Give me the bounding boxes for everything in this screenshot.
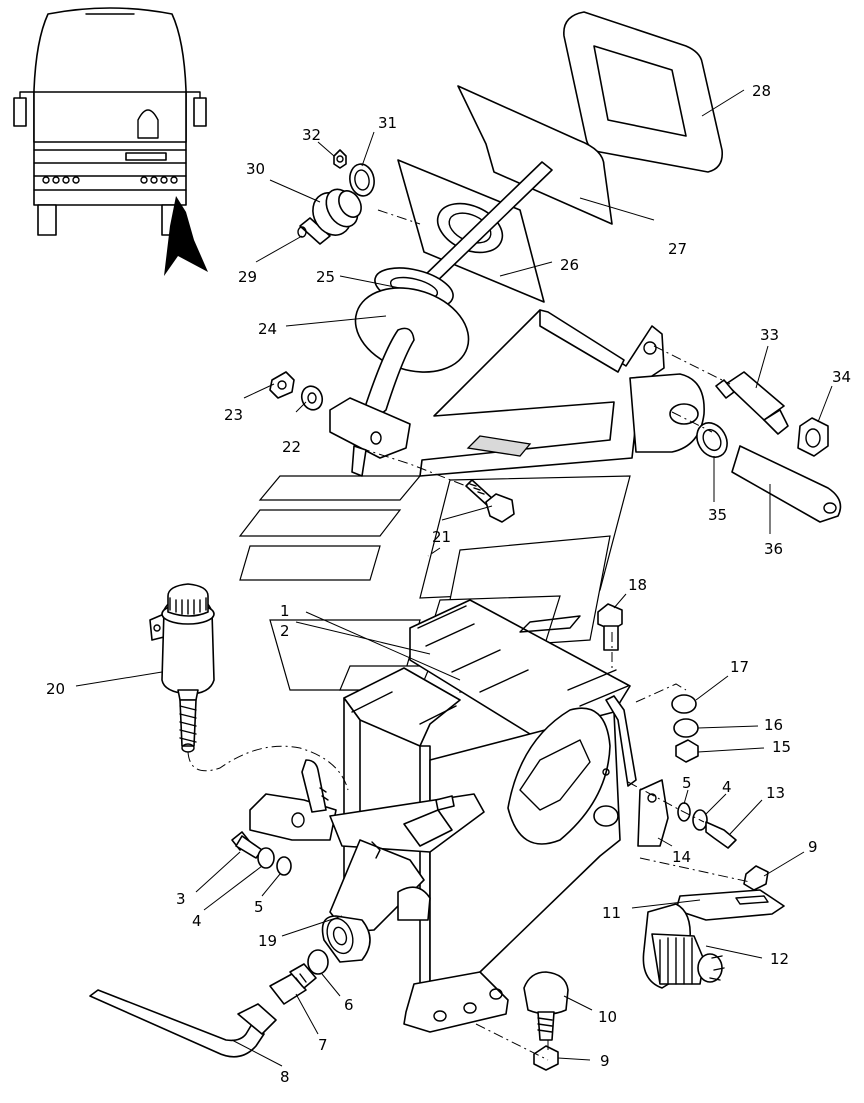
reservoir-20 bbox=[149, 583, 215, 753]
label-20: 20 bbox=[46, 680, 65, 698]
hose-dashed bbox=[187, 745, 349, 791]
pin-36 bbox=[731, 445, 842, 523]
label-31: 31 bbox=[378, 114, 397, 132]
location-arrow-icon bbox=[164, 196, 208, 276]
label-1: 1 bbox=[280, 602, 290, 620]
valve-29-32 bbox=[297, 149, 375, 245]
label-25: 25 bbox=[316, 268, 335, 286]
master-cylinder-19 bbox=[249, 759, 485, 963]
nut-15 bbox=[675, 739, 699, 763]
label-8: 8 bbox=[280, 1068, 290, 1086]
label-30: 30 bbox=[246, 160, 265, 178]
bracket-14 bbox=[637, 779, 669, 847]
watermark-logo bbox=[238, 475, 631, 693]
bolt-3 bbox=[231, 831, 263, 859]
label-18: 18 bbox=[628, 576, 647, 594]
label-16: 16 bbox=[764, 716, 783, 734]
label-29: 29 bbox=[238, 268, 257, 286]
leader-lines bbox=[75, 89, 833, 1067]
washer-5 bbox=[276, 856, 292, 876]
switch-12 bbox=[642, 903, 725, 989]
label-3: 3 bbox=[176, 890, 186, 908]
washers-22-23 bbox=[269, 371, 324, 411]
label-4b: 4 bbox=[722, 778, 732, 796]
label-28: 28 bbox=[752, 82, 771, 100]
label-24: 24 bbox=[258, 320, 277, 338]
washer-4 bbox=[257, 847, 275, 869]
label-27: 27 bbox=[668, 240, 687, 258]
bolt-18 bbox=[597, 603, 623, 651]
washer-17 bbox=[671, 694, 697, 714]
fitting-7 bbox=[269, 963, 317, 1005]
label-15: 15 bbox=[772, 738, 791, 756]
label-7: 7 bbox=[318, 1036, 328, 1054]
label-9b: 9 bbox=[600, 1052, 610, 1070]
label-9a: 9 bbox=[808, 838, 818, 856]
part-labels: 28 27 26 25 24 23 22 21 30 31 32 29 33 3… bbox=[46, 82, 851, 1086]
label-21: 21 bbox=[432, 528, 451, 546]
label-34: 34 bbox=[832, 368, 851, 386]
label-22: 22 bbox=[282, 438, 301, 456]
bracket-11 bbox=[675, 889, 785, 921]
pedal-lever bbox=[419, 309, 705, 477]
label-12: 12 bbox=[770, 950, 789, 968]
nut-9b bbox=[533, 1045, 559, 1071]
label-23: 23 bbox=[224, 406, 243, 424]
block-22-area bbox=[329, 397, 411, 477]
label-33: 33 bbox=[760, 326, 779, 344]
bolt-13 bbox=[705, 821, 737, 849]
bolt-21 bbox=[465, 479, 515, 523]
label-35: 35 bbox=[708, 506, 727, 524]
label-2: 2 bbox=[280, 622, 290, 640]
label-13: 13 bbox=[766, 784, 785, 802]
label-6: 6 bbox=[344, 996, 354, 1014]
pad-block bbox=[466, 435, 532, 457]
pin-33 bbox=[715, 371, 789, 435]
bracket-1-2 bbox=[343, 599, 637, 991]
rod-and-discs bbox=[354, 161, 553, 419]
label-17: 17 bbox=[730, 658, 749, 676]
label-36: 36 bbox=[764, 540, 783, 558]
label-5a: 5 bbox=[254, 898, 264, 916]
bearing-35 bbox=[696, 422, 728, 458]
pipe-8 bbox=[89, 989, 277, 1058]
nut-9a bbox=[743, 865, 769, 891]
label-32: 32 bbox=[302, 126, 321, 144]
nut-34 bbox=[797, 417, 829, 457]
label-26: 26 bbox=[560, 256, 579, 274]
bus-front-icon bbox=[0, 0, 218, 285]
stopper-10 bbox=[523, 971, 569, 1041]
bracket-base bbox=[403, 971, 509, 1033]
boot-28 bbox=[563, 11, 724, 173]
label-4a: 4 bbox=[192, 912, 202, 930]
label-11: 11 bbox=[602, 904, 621, 922]
label-14: 14 bbox=[672, 848, 691, 866]
washer-16 bbox=[673, 718, 699, 738]
label-19: 19 bbox=[258, 932, 277, 950]
label-5b: 5 bbox=[682, 774, 692, 792]
gasket-27 bbox=[457, 85, 613, 225]
label-10: 10 bbox=[598, 1008, 617, 1026]
assembly-lines bbox=[359, 209, 751, 1061]
seal-6 bbox=[307, 949, 329, 975]
